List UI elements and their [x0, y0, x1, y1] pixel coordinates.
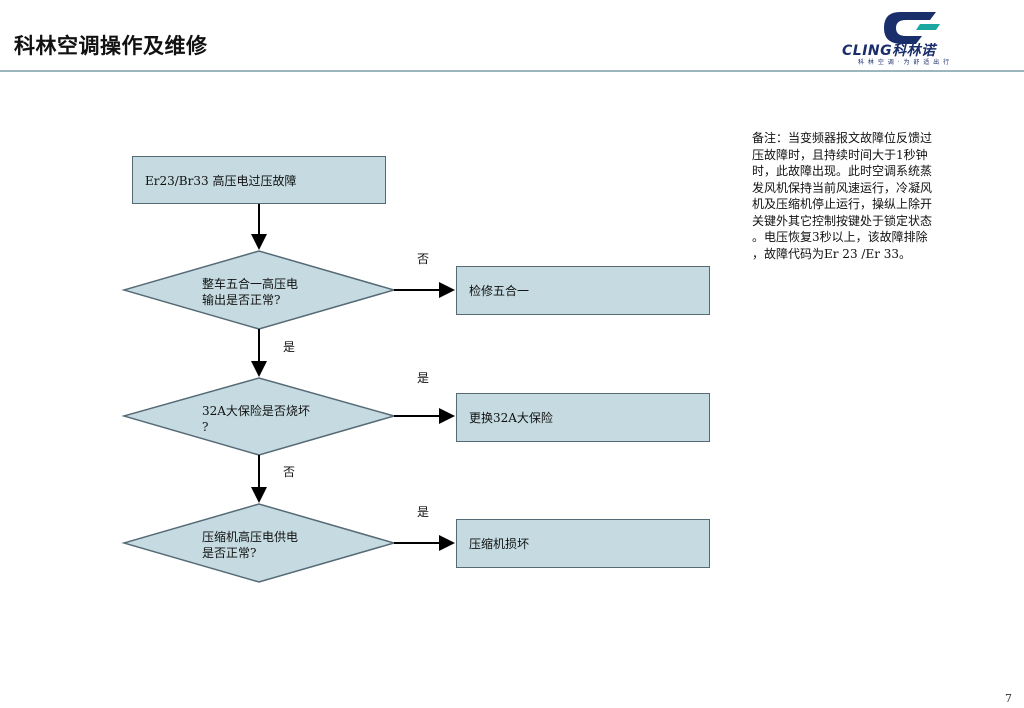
decision1-line2: 输出是否正常?: [202, 293, 281, 307]
decision2-label: 32A大保险是否烧坏 ?: [202, 403, 310, 435]
page-number: 7: [1005, 692, 1012, 705]
edge-label-d2-yes: 是: [417, 371, 430, 385]
edge-label-d1-yes: 是: [283, 340, 296, 354]
cling-logo: [884, 12, 940, 44]
header-divider: [0, 70, 1024, 72]
action1-box: 检修五合一: [456, 266, 710, 315]
decision1-label: 整车五合一高压电 输出是否正常?: [202, 276, 298, 308]
decision2-line2: ?: [202, 420, 209, 434]
edge-label-d3-yes: 是: [417, 505, 430, 519]
decision2-line1: 32A大保险是否烧坏: [202, 404, 310, 418]
decision1-line1: 整车五合一高压电: [202, 277, 299, 291]
action2-box: 更换32A大保险: [456, 393, 710, 442]
edge-label-d1-no: 否: [417, 252, 430, 266]
decision3-line1: 压缩机高压电供电: [202, 530, 299, 544]
logo-tagline: 科 林 空 调 · 为 舒 适 出 行: [858, 59, 951, 66]
remark-note: 备注：当变频器报文故障位反馈过 压故障时，且持续时间大于1秒钟 时，此故障出现。…: [752, 131, 933, 261]
decision3-label: 压缩机高压电供电 是否正常?: [202, 529, 298, 561]
edge-label-d2-no: 否: [283, 465, 296, 479]
logo-wordmark: CLING科林诺: [842, 43, 936, 59]
page-title: 科林空调操作及维修: [14, 34, 208, 58]
decision3-line2: 是否正常?: [202, 546, 257, 560]
action3-box: 压缩机损坏: [456, 519, 710, 568]
start-box: Er23/Br33 高压电过压故障: [132, 156, 386, 204]
